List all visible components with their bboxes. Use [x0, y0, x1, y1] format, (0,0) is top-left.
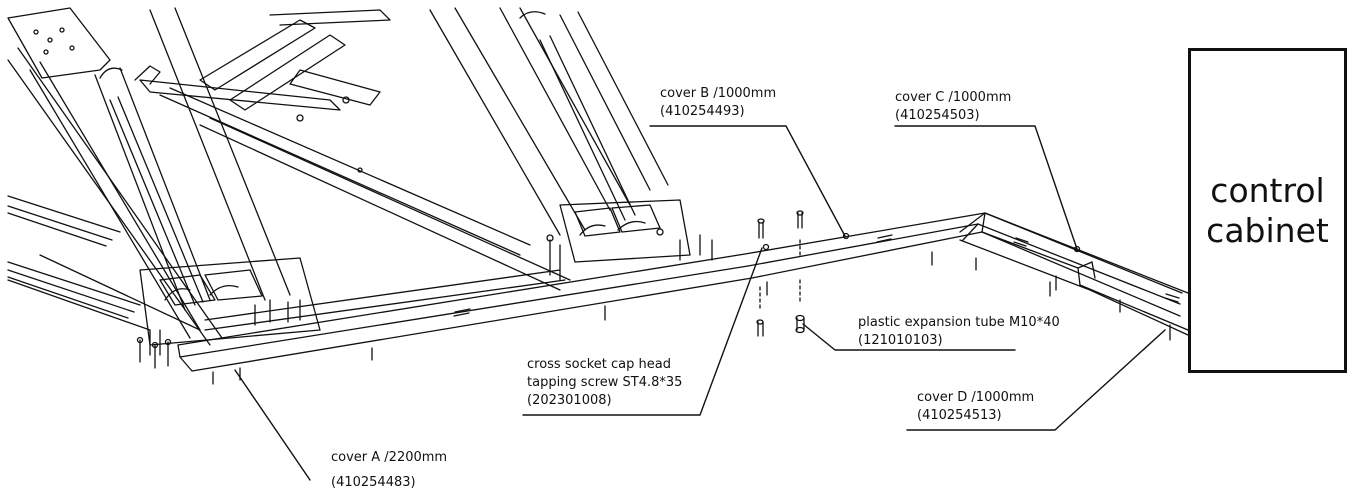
expansion-tube-label: plastic expansion tube M10*40 (121010103…: [858, 314, 1060, 350]
cover-d-name: cover D /1000mm: [917, 390, 1035, 405]
leader-lines: [234, 125, 1166, 481]
cover-b-label: cover B /1000mm (410254493): [660, 85, 776, 121]
exploded-fasteners: [756, 210, 805, 337]
screw-name-line2: tapping screw ST4.8*35: [527, 375, 683, 390]
control-cabinet-box: control cabinet: [1188, 48, 1347, 373]
cover-a-code: (410254483): [331, 475, 416, 490]
control-cabinet-line2: cabinet: [1206, 210, 1329, 250]
expansion-tube-name: plastic expansion tube M10*40: [858, 315, 1060, 330]
control-cabinet-line1: control: [1210, 170, 1325, 210]
cover-strips: [177, 212, 1189, 385]
screw-name-line1: cross socket cap head: [527, 357, 671, 372]
cover-a-label: cover A /2200mm (410254483): [331, 445, 447, 491]
cover-b-code: (410254493): [660, 104, 745, 119]
control-cabinet-label: control cabinet: [1206, 171, 1329, 251]
cover-b-name: cover B /1000mm: [660, 86, 777, 101]
cover-c-name: cover C /1000mm: [895, 90, 1012, 105]
scissor-lift-frame: [7, 7, 713, 369]
expansion-tube-code: (121010103): [858, 333, 943, 348]
cover-d-code: (410254513): [917, 408, 1002, 423]
screw-code: (202301008): [527, 393, 612, 408]
cover-d-label: cover D /1000mm (410254513): [917, 389, 1034, 425]
cover-c-label: cover C /1000mm (410254503): [895, 89, 1011, 125]
cover-c-code: (410254503): [895, 108, 980, 123]
screw-label: cross socket cap head tapping screw ST4.…: [527, 356, 682, 410]
cover-a-name: cover A /2200mm: [331, 450, 448, 465]
